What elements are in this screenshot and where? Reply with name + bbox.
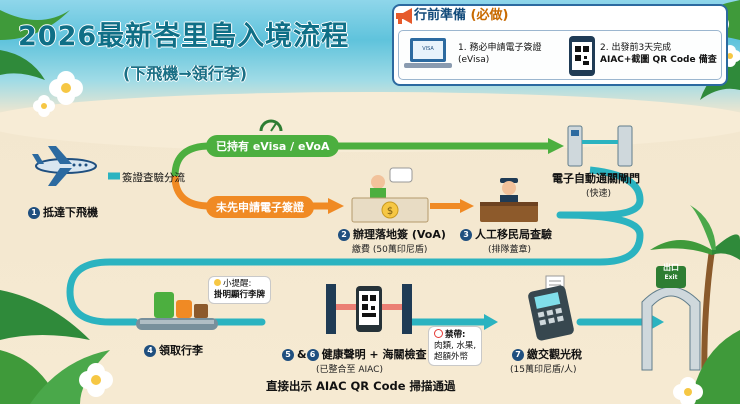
- laptop-icon: VISA: [404, 38, 452, 68]
- banned-items-callout: 禁帶: 肉類, 水果, 超額外幣: [428, 326, 483, 366]
- voa-counter-icon: $: [351, 167, 429, 223]
- palm-leaf-bottom-left: [0, 290, 110, 404]
- step-number: 2: [338, 229, 350, 241]
- step4-text: 領取行李: [159, 344, 203, 357]
- egate-icon: [567, 125, 633, 167]
- immigration-officer-icon: [480, 178, 538, 222]
- exit-line2: Exit: [664, 274, 678, 281]
- palm-leaf-top-left: [0, 10, 70, 80]
- step56-amp: &: [297, 348, 307, 361]
- ban-line1: 禁帶:: [445, 330, 466, 340]
- arrow-head: [484, 314, 498, 330]
- ban-line2: 肉類, 水果,: [434, 341, 477, 351]
- flower-icon: [33, 95, 55, 117]
- speedometer-icon: [259, 119, 283, 132]
- step-number: 4: [144, 345, 156, 357]
- phone-qr-icon: [569, 36, 595, 76]
- megaphone-icon: [396, 8, 412, 24]
- step-number: 1: [28, 207, 40, 219]
- teal-path-egate-down: [560, 166, 644, 219]
- prep-heading-text: 行前準備: [414, 8, 467, 23]
- step1-text: 抵達下飛機: [43, 206, 98, 219]
- arrow-head: [460, 199, 474, 213]
- arrow-head: [328, 198, 344, 214]
- flower-icon: [49, 71, 83, 105]
- ban-icon: [434, 329, 443, 338]
- prep-step2: 2. 出發前3天完成 AIAC+截圖 QR Code 備查: [600, 42, 717, 66]
- svg-text:$: $: [387, 206, 393, 217]
- exit-sign: 出口 Exit: [656, 263, 686, 283]
- branch-label: 簽證查驗分流: [122, 172, 185, 184]
- baggage-carousel-icon: [136, 292, 218, 330]
- step-number: 6: [306, 349, 319, 361]
- step3-text: 人工移民局查驗: [475, 228, 552, 241]
- lightbulb-icon: [214, 279, 221, 286]
- flower-icon: [79, 363, 113, 397]
- step2-text: 辦理落地簽 (VoA): [353, 228, 446, 241]
- tip-line2: 掛明顯行李牌: [214, 290, 266, 300]
- step7-sub: (15萬印尼盾/人): [510, 365, 577, 375]
- step2-sub: 繳費 (50萬印尼盾): [352, 245, 428, 255]
- qr-scanner-icon: [326, 284, 412, 334]
- payment-terminal-icon: [528, 275, 574, 341]
- prep-required: (必做): [470, 8, 509, 23]
- step7-text: 繳交觀光稅: [527, 348, 582, 361]
- egate-sub: (快速): [586, 189, 612, 199]
- arrow-head: [650, 314, 664, 330]
- step56-text: 健康聲明 + 海關檢查: [321, 348, 427, 361]
- page-subtitle: (下飛機→領行李): [123, 64, 248, 83]
- egate-label: 電子自動通關閘門: [552, 172, 640, 185]
- teal-path-right-curve: [66, 211, 644, 326]
- exit-line1: 出口: [663, 263, 679, 272]
- tip-callout: 小提醒: 掛明顯行李牌: [208, 276, 272, 304]
- prep-step1: 1. 務必申請電子簽證 (eVisa): [458, 42, 541, 66]
- pill-have-evisa: 已持有 eVisa / eVoA: [206, 135, 340, 157]
- flower-icon: [673, 377, 703, 404]
- step3-sub: (排隊蓋章): [488, 245, 532, 255]
- pill-no-evisa: 未先申請電子簽證: [206, 196, 314, 218]
- prep-step1-line1: 1. 務必申請電子簽證: [458, 43, 542, 53]
- palm-leaf-bottom-right: [690, 330, 740, 404]
- step56-sub: (已整合至 AIAC): [316, 365, 383, 375]
- scan-note: 直接出示 AIAC QR Code 掃描通過: [266, 379, 456, 393]
- page-title: 2026最新峇里島入境流程: [18, 21, 350, 52]
- prep-steps-box: [398, 30, 722, 80]
- arrow-head: [548, 138, 564, 154]
- tip-line1: 小提醒:: [223, 279, 252, 289]
- step-number: 3: [460, 229, 472, 241]
- prep-step2-line2: AIAC+截圖 QR Code 備查: [600, 55, 717, 65]
- step-number: 7: [512, 349, 524, 361]
- exit-arch-icon: [641, 266, 701, 371]
- airplane-icon: [32, 146, 97, 186]
- step-number: 5: [282, 349, 294, 361]
- laptop-screen-text: VISA: [422, 46, 434, 52]
- prep-step1-line2: (eVisa): [458, 55, 490, 65]
- prep-step2-line1: 2. 出發前3天完成: [600, 43, 672, 53]
- prep-heading: 行前準備 (必做): [414, 4, 508, 23]
- ban-line3: 超額外幣: [434, 352, 469, 362]
